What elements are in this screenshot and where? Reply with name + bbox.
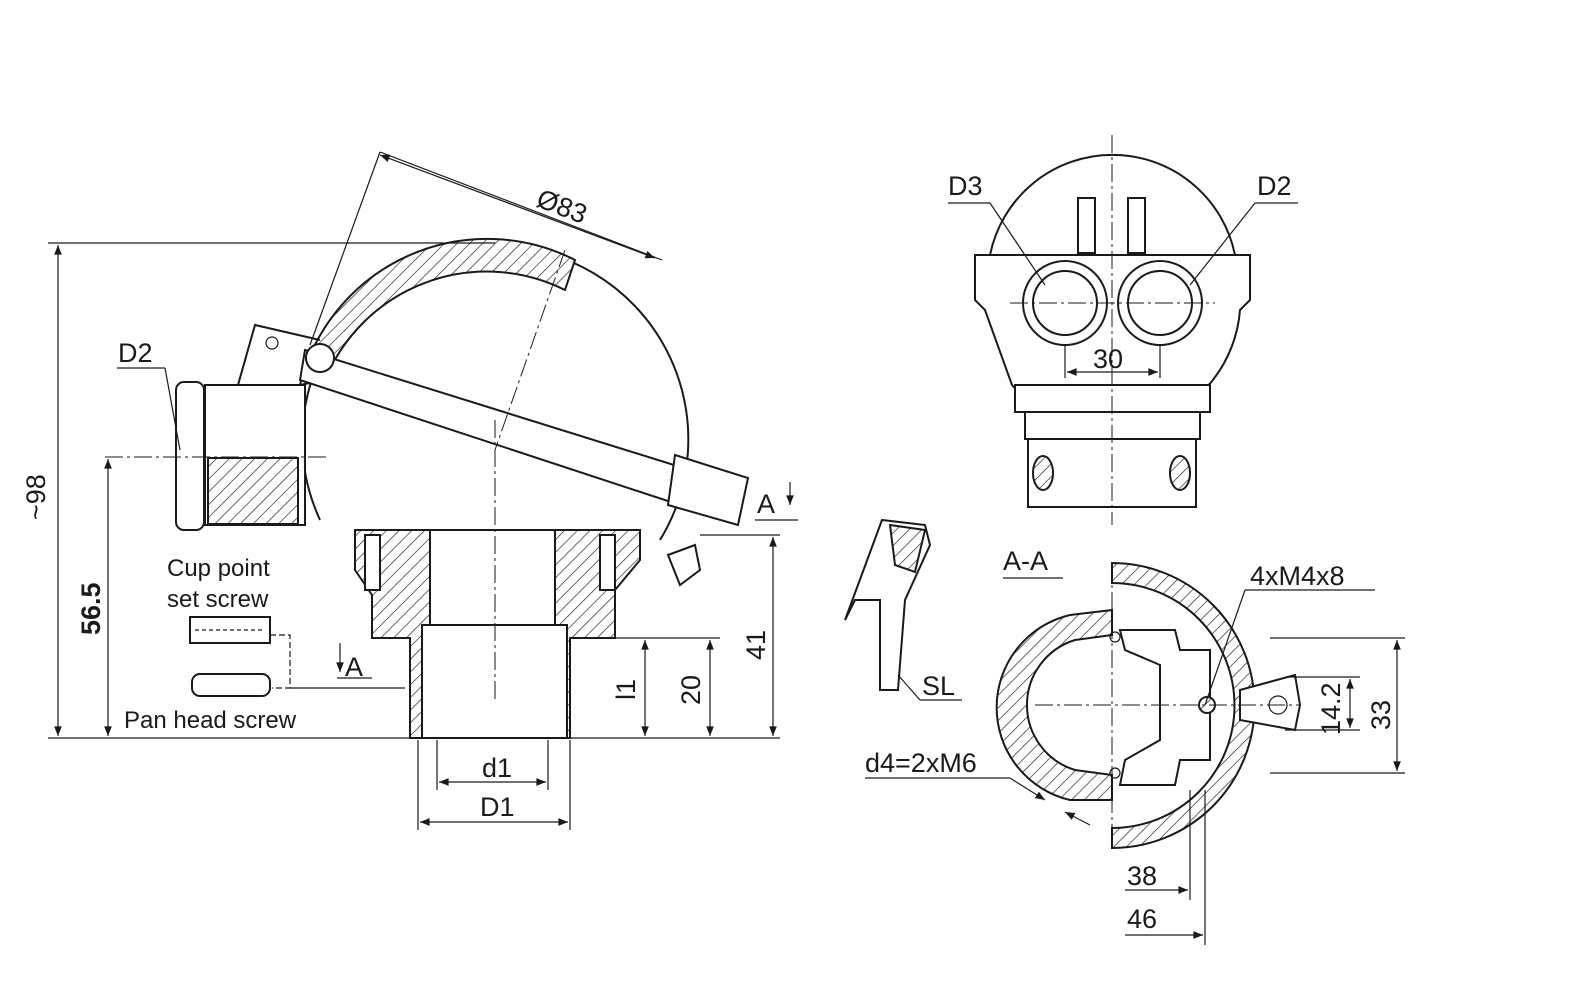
- section-label-aa: A-A: [1003, 546, 1048, 576]
- dim-38: 38: [1127, 861, 1157, 891]
- cable-gland-nut: [175, 381, 205, 531]
- label-d2-front: D2: [1257, 171, 1292, 201]
- gland-left: [1022, 260, 1108, 346]
- dim-l1: l1: [611, 679, 641, 700]
- label-pan-head-screw: Pan head screw: [124, 707, 297, 734]
- section-mark-a-left: A: [345, 652, 363, 682]
- label-d2: D2: [118, 338, 153, 368]
- dim-41: 41: [741, 630, 771, 660]
- label-d4: d4=2xM6: [865, 748, 977, 778]
- label-cup-point: Cup point: [167, 555, 270, 582]
- lid-hinge: [666, 453, 750, 527]
- dim-98: ~98: [21, 474, 51, 520]
- front-view: D3 D2 30: [948, 135, 1298, 525]
- label-sl: SL: [922, 671, 955, 701]
- section-aa-view: A-A 4xM4x8 d4=2xM6 14.2 33 38 46: [865, 546, 1405, 945]
- pan-head-screw: [191, 673, 271, 697]
- side-view: Ø83 D2 ~98 56.5 Cup point set screw Pan …: [21, 151, 798, 830]
- dim-33: 33: [1366, 700, 1396, 730]
- dim-30: 30: [1093, 344, 1123, 374]
- sl-detail: SL: [844, 518, 962, 701]
- label-4xm4x8: 4xM4x8: [1250, 561, 1345, 591]
- dim-14-2: 14.2: [1316, 682, 1346, 735]
- lid-screw: [305, 343, 335, 373]
- dim-D1: D1: [480, 792, 515, 822]
- dim-d1: d1: [482, 753, 512, 783]
- label-d3: D3: [948, 171, 983, 201]
- front-dome: [989, 153, 1236, 256]
- label-set-screw: set screw: [167, 586, 269, 613]
- dim-46: 46: [1127, 904, 1157, 934]
- dim-20: 20: [676, 675, 706, 705]
- dim-56-5: 56.5: [76, 582, 106, 635]
- section-mark-a-top: A: [757, 489, 775, 519]
